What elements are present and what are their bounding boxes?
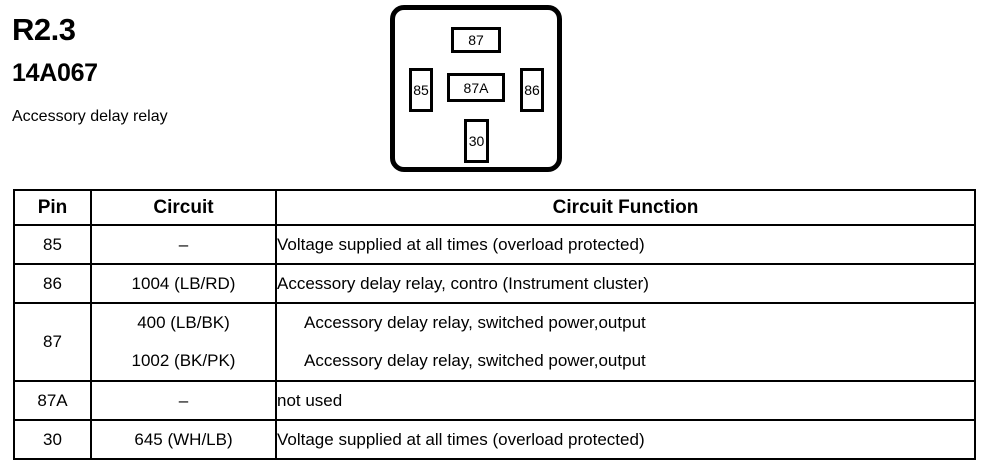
relay-terminal-85-label: 85	[413, 82, 429, 98]
pin-table-container: Pin Circuit Circuit Function 85 – Voltag…	[13, 189, 976, 460]
cell-function: Voltage supplied at all times (overload …	[275, 224, 976, 265]
cell-pin: 30	[13, 419, 92, 460]
relay-terminal-86-label: 86	[524, 82, 540, 98]
table-row: 86 1004 (LB/RD) Accessory delay relay, c…	[13, 263, 976, 304]
relay-terminal-87a: 87A	[447, 73, 505, 102]
column-header-pin: Pin	[13, 189, 92, 226]
table-row: 87A – not used	[13, 380, 976, 421]
cell-pin: 87	[13, 302, 92, 382]
table-row: 85 – Voltage supplied at all times (over…	[13, 224, 976, 265]
pin-assignment-table: Pin Circuit Circuit Function 85 – Voltag…	[13, 189, 976, 460]
relay-id: R2.3	[12, 12, 76, 47]
cell-function: Accessory delay relay, switched power,ou…	[304, 351, 646, 370]
cell-function: Accessory delay relay, switched power,ou…	[304, 313, 646, 332]
table-row: 30 645 (WH/LB) Voltage supplied at all t…	[13, 419, 976, 460]
relay-description: Accessory delay relay	[12, 108, 168, 125]
column-header-circuit: Circuit	[90, 189, 277, 226]
part-number: 14A067	[12, 59, 98, 87]
cell-circuit: 645 (WH/LB)	[90, 419, 277, 460]
table-header-row: Pin Circuit Circuit Function	[13, 189, 976, 226]
column-header-function: Circuit Function	[275, 189, 976, 226]
cell-circuit: –	[90, 224, 277, 265]
relay-terminal-30: 30	[464, 119, 489, 163]
relay-header-block: R2.3 14A067 Accessory delay relay	[12, 14, 342, 125]
relay-terminal-87: 87	[451, 27, 501, 53]
cell-function: not used	[275, 380, 976, 421]
cell-circuit-group: 400 (LB/BK) 1002 (BK/PK)	[90, 302, 277, 382]
table-row: 87 400 (LB/BK) 1002 (BK/PK) Accessory de…	[13, 302, 976, 382]
cell-function: Accessory delay relay, contro (Instrumen…	[275, 263, 976, 304]
relay-pinout-diagram: 87 85 87A 86 30	[390, 5, 562, 172]
cell-circuit: 1002 (BK/PK)	[131, 351, 236, 370]
relay-terminal-86: 86	[520, 68, 544, 112]
relay-terminal-85: 85	[409, 68, 433, 112]
cell-circuit: 400 (LB/BK)	[137, 313, 230, 332]
cell-function: Voltage supplied at all times (overload …	[275, 419, 976, 460]
cell-pin: 85	[13, 224, 92, 265]
relay-terminal-87-label: 87	[468, 32, 484, 48]
cell-function-group: Accessory delay relay, switched power,ou…	[275, 302, 976, 382]
cell-circuit: 1004 (LB/RD)	[90, 263, 277, 304]
cell-circuit: –	[90, 380, 277, 421]
relay-terminal-87a-label: 87A	[463, 79, 489, 96]
cell-pin: 86	[13, 263, 92, 304]
relay-terminal-30-label: 30	[468, 133, 485, 149]
cell-pin: 87A	[13, 380, 92, 421]
